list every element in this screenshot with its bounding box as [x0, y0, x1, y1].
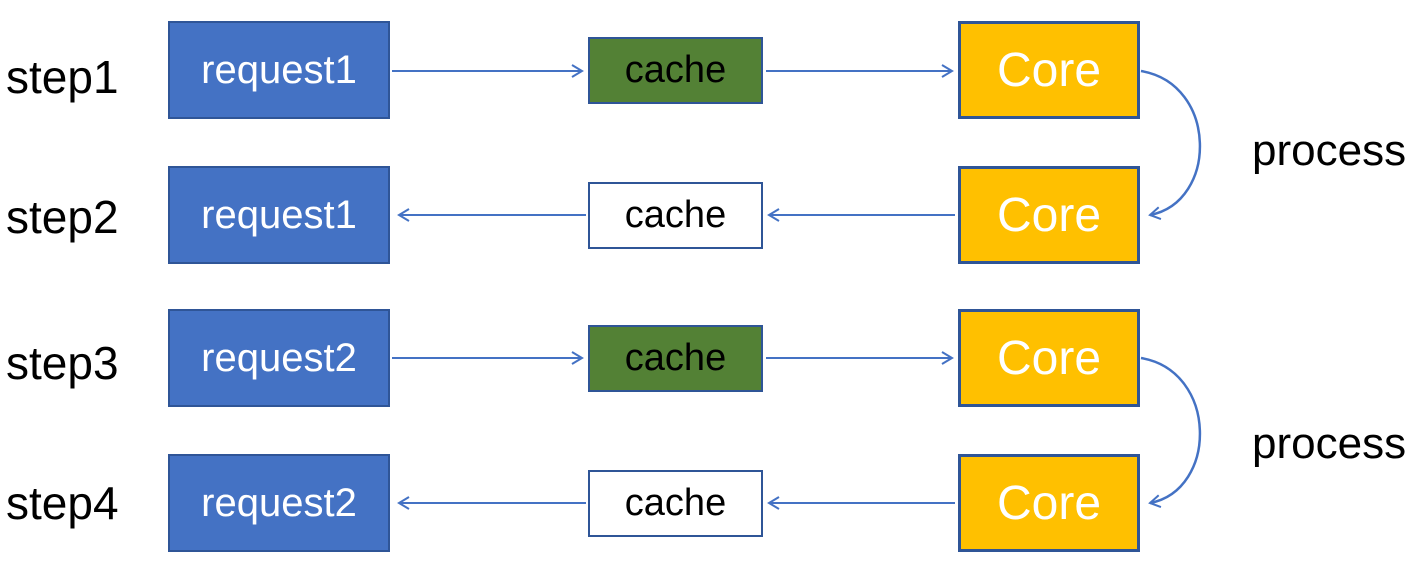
cache-box-step1: cache — [588, 37, 763, 104]
core-box-step3: Core — [958, 309, 1140, 407]
request-label: request2 — [201, 480, 357, 525]
core-box-step4: Core — [958, 454, 1140, 552]
request-label: request1 — [201, 192, 357, 237]
process-label-2: process — [1252, 419, 1407, 468]
cache-label: cache — [624, 49, 727, 91]
cache-box-step3: cache — [588, 325, 763, 392]
process-arrow-step1-to-step2 — [1140, 69, 1202, 220]
request-box-step2: request1 — [168, 166, 390, 264]
request-label: request1 — [201, 47, 357, 92]
cache-box-step2: cache — [588, 182, 763, 249]
request-box-step3: request2 — [168, 309, 390, 407]
step-label-2: step2 — [6, 191, 119, 243]
step-label-3: step3 — [6, 337, 119, 389]
step-label-1: step1 — [6, 51, 119, 103]
request-label: request2 — [201, 335, 357, 380]
core-label: Core — [996, 331, 1102, 385]
request-box-step1: request1 — [168, 21, 390, 119]
core-box-step1: Core — [958, 21, 1140, 119]
process-label-1: process — [1252, 126, 1407, 175]
process-arrow-step3-to-step4 — [1140, 356, 1202, 508]
core-label: Core — [996, 476, 1102, 530]
cache-label: cache — [624, 194, 727, 236]
step-label-4: step4 — [6, 477, 119, 529]
core-label: Core — [996, 188, 1102, 242]
cache-label: cache — [624, 337, 727, 379]
request-box-step4: request2 — [168, 454, 390, 552]
cache-box-step4: cache — [588, 470, 763, 537]
cache-label: cache — [624, 482, 727, 524]
core-box-step2: Core — [958, 166, 1140, 264]
core-label: Core — [996, 43, 1102, 97]
